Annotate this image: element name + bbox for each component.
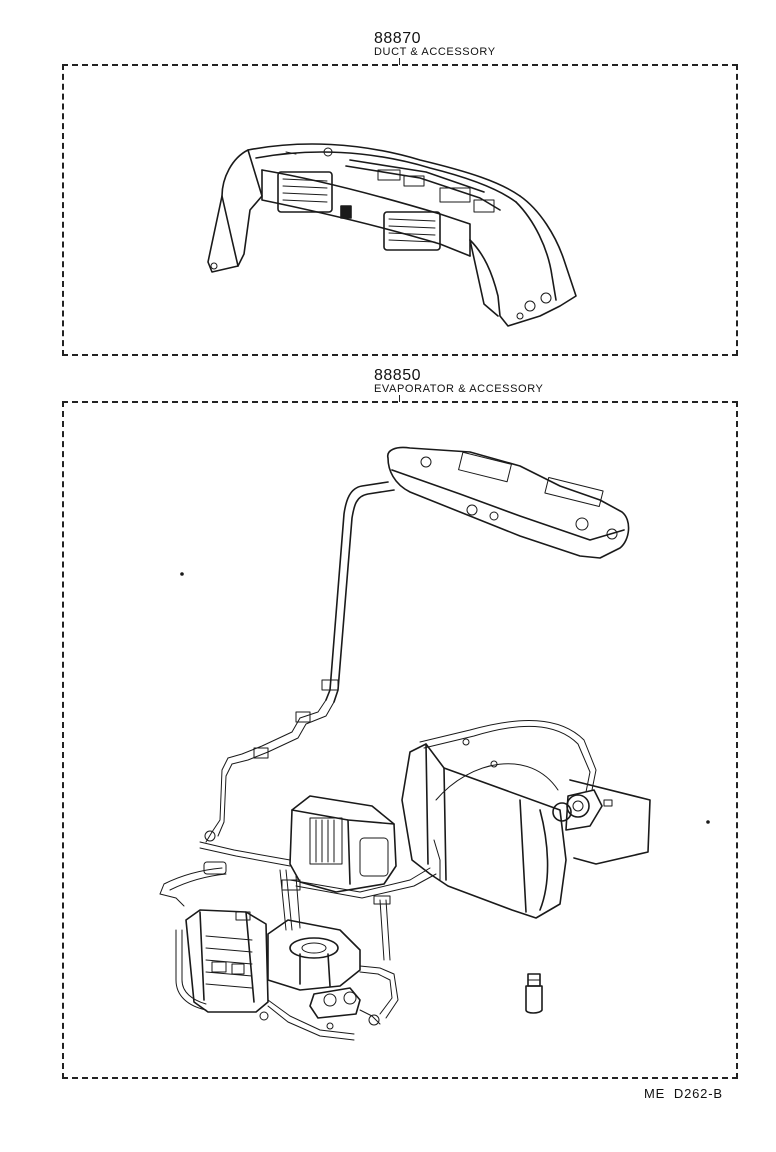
duct-assembly-drawing: [207, 143, 577, 327]
drawing-reference: ME D262-B: [644, 1086, 723, 1101]
section-1-leader-tick: [399, 58, 400, 65]
section-2-leader-tick: [399, 395, 400, 402]
section-1-caption: DUCT & ACCESSORY: [374, 46, 496, 58]
section-2-part-number: 88850: [374, 367, 421, 384]
evaporator-assembly-drawing: [159, 446, 710, 1041]
section-2-caption: EVAPORATOR & ACCESSORY: [374, 383, 544, 395]
section-2-frame: [62, 401, 738, 1079]
section-1-part-number: 88870: [374, 30, 421, 47]
section-1-frame: [62, 64, 738, 356]
